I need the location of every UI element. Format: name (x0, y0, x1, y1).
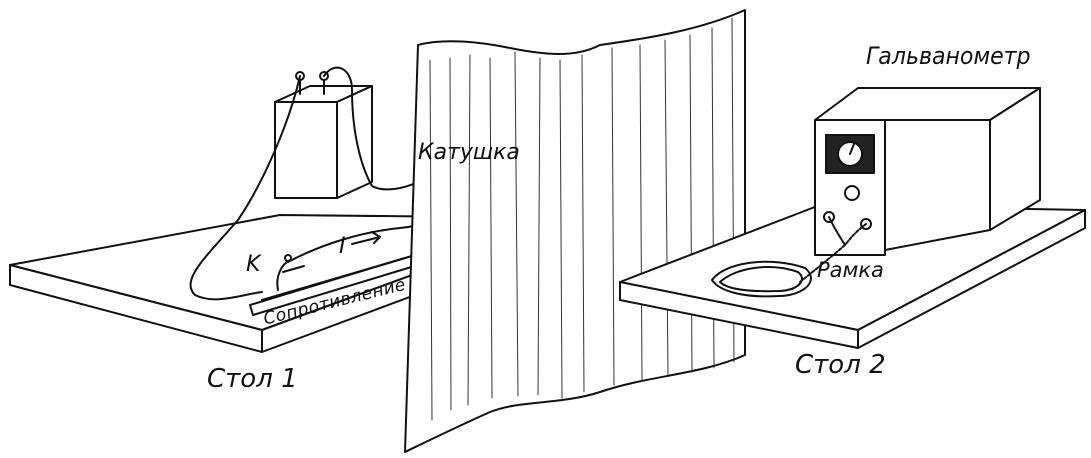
wall (405, 10, 745, 452)
frame-label: Рамка (817, 260, 884, 281)
table-2-label: Стол 2 (795, 352, 886, 378)
key-label: K (246, 254, 260, 276)
coil-label: Катушка (418, 142, 520, 164)
galvanometer-label: Гальванометр (866, 44, 1031, 68)
current-label: I (339, 236, 346, 258)
table-1-label: Стол 1 (207, 366, 298, 392)
battery (275, 72, 372, 198)
